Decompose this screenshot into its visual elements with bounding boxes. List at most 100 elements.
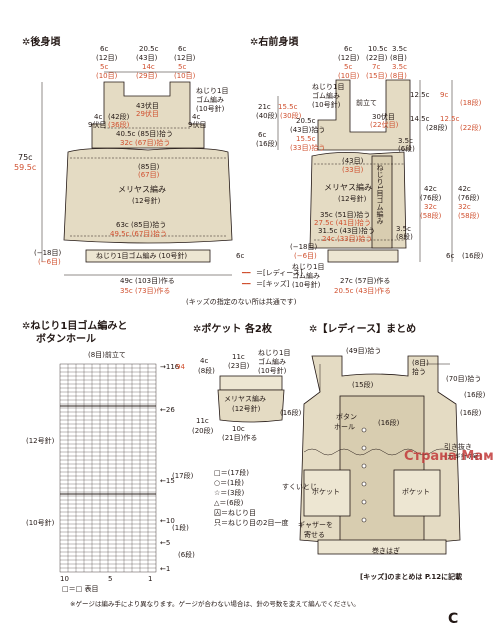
asm-dan-16c: (16段) (280, 409, 302, 417)
pocket-legend-4: 囚＝ねじり目 (214, 509, 256, 517)
pocket-w-4c: 4c (200, 357, 209, 365)
front-rc-10: (58段) (458, 212, 480, 220)
front-bottom-width: 27c (57目)作る (340, 277, 391, 285)
back-hem-label: ねじり1目ゴム編み (10号針) (96, 252, 188, 260)
front-rib-1: ねじり1目 (312, 83, 345, 91)
rib-mark-1: ←1 (160, 565, 171, 573)
pocket-side-20: (20段) (192, 427, 214, 435)
back-rows-43: 43伏目 (136, 102, 159, 110)
back-bottom-width-red: 35c (73目)作る (120, 287, 171, 295)
front-rc-6: (22段) (460, 124, 482, 132)
pocket-bottom: 10c (232, 425, 245, 433)
front-bind-30: 30伏目 (372, 113, 395, 121)
asm-gather-1: ギャザーを (298, 521, 333, 529)
rib-dan-1: (1段) (172, 524, 189, 532)
pocket-rib-1: ねじり1目 (258, 349, 291, 357)
front-toprow-1: (12目) (338, 54, 360, 62)
front-top-2: 10.5c (368, 45, 388, 53)
front-small-1: (6段) (398, 145, 415, 153)
front-top-1: 6c (344, 45, 353, 53)
front-hem-18: (−18目) (290, 243, 318, 251)
watermark: Страна Мам (404, 449, 494, 464)
front-rc-5: (28段) (426, 124, 448, 132)
back-bottom-pick: 63c (85目)拾う (116, 221, 167, 229)
asm-buttonhole-1: ボタン (336, 413, 357, 421)
front-rc-4: 12.5c (440, 115, 460, 123)
pocket-legend-5: 只＝ねじり目の2目一度 (214, 519, 289, 527)
front-small-0: 3.5c (398, 137, 413, 145)
front-band-label: ねじり1目ゴム編み (376, 164, 384, 225)
back-shoulder-red2: 14c (142, 63, 155, 71)
back-rib-needle: (10号針) (196, 105, 225, 113)
front-rib-needle: (10号針) (312, 101, 341, 109)
back-shoulder-w3: 6c (178, 45, 187, 53)
back-dan-36: (36段) (108, 121, 130, 129)
asm-dan-16d: (16段) (460, 409, 482, 417)
footer-note: ※ゲージは編み手により異なります。ゲージが合わない場合は、針の号数を変えて編んで… (70, 600, 360, 608)
back-body-rows-red: (67目) (138, 171, 160, 179)
front-rc-8: 32c (458, 203, 471, 211)
button-mark (361, 499, 367, 505)
back-bind-4c-r: 4c (192, 113, 201, 121)
button-mark (361, 463, 367, 469)
front-rc-12: (16段) (462, 252, 484, 260)
front-stitch: メリヤス編み (324, 183, 372, 192)
back-shoulder-r3: (12目) (174, 54, 196, 62)
asm-pick-8b: 拾う (412, 368, 426, 376)
rib-legend: □＝□ 表目 (62, 585, 99, 593)
asm-pocket-right: ポケット (402, 488, 430, 496)
asm-buttonhole-2: ホール (334, 423, 355, 431)
rib-bottom-5: 5 (108, 575, 113, 583)
rib-top-label: (8目)前立て (88, 351, 126, 359)
front-bottom-rib-2: ゴム編み (292, 272, 320, 280)
page-number: C (448, 611, 459, 627)
back-height-red: 59.5c (14, 163, 37, 172)
back-shoulder-redr1: (10目) (96, 72, 118, 80)
back-shoulder-redr3: (10目) (174, 72, 196, 80)
button-mark (361, 445, 367, 451)
back-rib-label-2: ゴム編み (196, 96, 224, 104)
rib-mark-15: ←15 (160, 477, 175, 485)
back-shoulder-w1: 6c (100, 45, 109, 53)
front-rc-7: 42c (458, 185, 471, 193)
back-shoulder-red1: 5c (100, 63, 109, 71)
legend-note: (キッズの指定のない所は共通です) (186, 298, 297, 306)
back-bind-4c-l: 4c (94, 113, 103, 121)
front-rc-11: 6c (446, 252, 455, 260)
front-top-red-1: 5c (344, 63, 353, 71)
ribbing-title-1: ✲ねじり1目ゴム編みと (22, 321, 128, 332)
front-side-16: (16段) (256, 140, 278, 148)
pocket-title: ✲ポケット 各2枚 (193, 324, 272, 335)
back-shoulder-redr2: (29目) (136, 72, 158, 80)
pocket-shape (217, 375, 285, 423)
front-stand: 前立て (356, 99, 377, 107)
back-hem-rows-red: (−6目) (38, 258, 61, 266)
front-toprow-red-2: (15目) (366, 72, 388, 80)
asm-pick-70: (70目)拾う (446, 375, 482, 383)
legend-kids: ＝[キッズ] (256, 280, 290, 288)
front-rc-9: (76段) (458, 194, 480, 202)
back-bind-9-r: 9伏目 (188, 121, 207, 129)
front-pick-315: 31.5c (43目)拾う (318, 227, 376, 235)
front-pick-275: 27.5c (41目)拾う (314, 219, 372, 227)
asm-pick-8: (8目) (412, 359, 429, 367)
rib-bottom-1: 1 (148, 575, 153, 583)
ribbing-title-2: ボタンホール (36, 334, 96, 345)
front-top-red-2: 7c (372, 63, 381, 71)
front-rib-2: ゴム編み (312, 92, 340, 100)
ladies-assembly-title: ✲【レディース】まとめ (309, 324, 417, 335)
front-toprow-2: (22目) (366, 54, 388, 62)
front-top-red-3: 3.5c (392, 63, 407, 71)
rib-bottom-10: 10 (60, 575, 69, 583)
front-height-42: 42c (424, 185, 437, 193)
pocket-w-23: (23目) (228, 362, 250, 370)
back-dan-42: (42段) (108, 113, 130, 121)
front-mid-43: (43目)拾う (290, 126, 326, 134)
front-pick-35: 35c (51目)拾う (320, 211, 371, 219)
asm-pick-49: (49目)拾う (346, 347, 382, 355)
back-body-title: ✲後身頃 (22, 37, 61, 48)
back-shoulder-red3: 5c (178, 63, 187, 71)
rib-needle-10: (10号針) (26, 519, 55, 527)
gather-line (303, 448, 457, 456)
rib-mark-26: ←26 (160, 406, 175, 414)
